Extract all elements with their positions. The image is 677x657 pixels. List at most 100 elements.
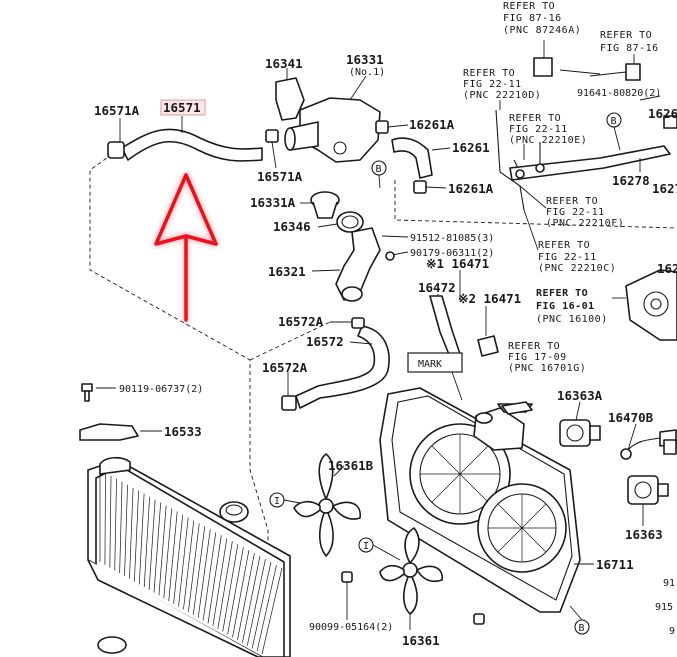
label-16363A[interactable]: 16363A <box>557 388 603 403</box>
svg-text:(PNC 22210F): (PNC 22210F) <box>546 218 624 229</box>
label-915-partial[interactable]: 915 <box>655 602 673 613</box>
bracket-16533[interactable] <box>79 423 139 441</box>
label-16321[interactable]: 16321 <box>268 264 306 279</box>
radiator-fin <box>163 508 173 599</box>
ref-fig22-22210d[interactable]: REFER TO FIG 22-11 (PNC 22210D) <box>463 68 541 101</box>
label-9-partial[interactable]: 9 <box>669 626 675 637</box>
label-16278[interactable]: 16278 <box>612 173 650 188</box>
ref-fig87-246a[interactable]: REFER TO FIG 87-16 (PNC 87246A) <box>503 1 581 36</box>
label-90179[interactable]: 90179-06311(2) <box>410 248 494 259</box>
ref-fig22-22210c[interactable]: REFER TO FIG 22-11 (PNC 22210C) <box>538 240 616 274</box>
label-90119[interactable]: 90119-06737(2) <box>119 384 203 395</box>
label-16470B[interactable]: 16470B <box>608 410 654 425</box>
radiator-fin <box>173 514 184 604</box>
ref-fig22-22210f[interactable]: REFER TO FIG 22-11 (PNC 22210F) <box>546 196 624 229</box>
label-16361[interactable]: 16361 <box>402 633 440 648</box>
label-16361B[interactable]: 16361B <box>328 458 374 473</box>
label-91641[interactable]: 91641-80820(2) <box>577 88 661 99</box>
nut-90099[interactable] <box>341 571 353 583</box>
svg-text:(PNC 22210E): (PNC 22210E) <box>509 135 587 146</box>
label-16346[interactable]: 16346 <box>273 219 311 234</box>
label-16331A[interactable]: 16331A <box>250 195 296 210</box>
highlight-arrow-up <box>154 173 218 322</box>
label-16261A-top[interactable]: 16261A <box>409 117 455 132</box>
label-1626-partial[interactable]: 1626 <box>648 106 677 121</box>
ref-fig16-16100[interactable]: REFER TO FIG 16-01 (PNC 16100) <box>536 288 608 325</box>
radiator-fin <box>158 505 167 596</box>
label-16572A-b[interactable]: 16572A <box>262 360 308 375</box>
radiator-fin <box>192 526 206 616</box>
clamp-16572A-top <box>351 317 365 329</box>
radiator-fin <box>143 496 150 588</box>
label-16471-2[interactable]: ※2 16471 <box>458 291 521 306</box>
lower-radiator-hose[interactable] <box>295 325 390 409</box>
radiator-fin <box>138 493 145 585</box>
radiator-fin <box>197 529 211 618</box>
svg-text:REFER TO: REFER TO <box>600 30 652 41</box>
svg-text:I: I <box>363 541 369 552</box>
radiator-fin <box>212 538 228 627</box>
radiator-fin <box>114 478 117 571</box>
bolt-bottom <box>473 613 485 625</box>
svg-text:REFER TO: REFER TO <box>538 240 590 251</box>
label-16261[interactable]: 16261 <box>452 140 490 155</box>
label-16571A[interactable]: 16571A <box>94 103 140 118</box>
radiator-fin <box>183 520 195 610</box>
svg-text:FIG 17-09: FIG 17-09 <box>508 352 567 363</box>
svg-text:REFER TO: REFER TO <box>536 288 588 299</box>
label-16261A-mid[interactable]: 16261A <box>448 181 494 196</box>
hose-clamp-left <box>107 141 125 159</box>
assembly-outline-mid <box>249 321 331 361</box>
label-16331[interactable]: 16331 <box>346 52 384 67</box>
label-162-partial[interactable]: 162 <box>657 261 677 276</box>
label-91512[interactable]: 91512-81085(3) <box>410 233 494 244</box>
bolt-90119[interactable] <box>81 383 93 402</box>
ref-fig22-22210e[interactable]: REFER TO FIG 22-11 (PNC 22210E) <box>509 113 587 146</box>
label-91-partial[interactable]: 91 <box>663 578 675 589</box>
water-outlet-housing[interactable] <box>275 77 381 163</box>
hose-clip-16471[interactable] <box>477 335 499 357</box>
hose-87246a[interactable] <box>533 57 553 77</box>
radiator[interactable] <box>87 456 291 657</box>
svg-text:(PNC 87246A): (PNC 87246A) <box>503 25 581 36</box>
radiator-fin <box>129 487 134 579</box>
label-16572[interactable]: 16572 <box>306 334 344 349</box>
pipe-16278[interactable] <box>509 145 671 181</box>
label-16472[interactable]: 16472 <box>418 280 456 295</box>
gasket-16346[interactable] <box>336 211 364 233</box>
label-16571[interactable]: 16571 <box>163 100 201 115</box>
radiator-fin <box>202 532 217 621</box>
label-16341[interactable]: 16341 <box>265 56 303 71</box>
ref-fig87-16[interactable]: REFER TO FIG 87-16 <box>600 30 659 54</box>
label-16711[interactable]: 16711 <box>596 557 634 572</box>
svg-text:(PNC 16701G): (PNC 16701G) <box>508 363 586 374</box>
label-16533[interactable]: 16533 <box>164 424 202 439</box>
svg-text:FIG 16-01: FIG 16-01 <box>536 301 595 312</box>
thermostat[interactable] <box>310 191 340 219</box>
radiator-fin <box>168 511 178 602</box>
label-16571A-b[interactable]: 16571A <box>257 169 303 184</box>
ref-fig17-16701g[interactable]: REFER TO FIG 17-09 (PNC 16701G) <box>508 341 586 374</box>
label-90099[interactable]: 90099-05164(2) <box>309 622 393 633</box>
label-16331-note: (No.1) <box>349 67 385 78</box>
label-16363[interactable]: 16363 <box>625 527 663 542</box>
bypass-hose-16261[interactable] <box>391 137 433 179</box>
water-inlet-16321[interactable] <box>335 227 381 302</box>
fan-blade-16361[interactable] <box>379 527 443 615</box>
upper-radiator-hose[interactable] <box>107 128 263 162</box>
fan-motor-16363[interactable] <box>627 475 669 505</box>
svg-text:(PNC 22210C): (PNC 22210C) <box>538 263 616 274</box>
svg-text:REFER TO: REFER TO <box>546 196 598 207</box>
fan-blade-16361B[interactable] <box>293 453 361 557</box>
water-pump-16100[interactable] <box>625 269 677 341</box>
fan-motor-16363A[interactable] <box>559 419 601 447</box>
radiator-fin <box>227 547 244 635</box>
label-16471-1[interactable]: ※1 16471 <box>426 256 489 271</box>
label-1627-partial[interactable]: 1627 <box>652 181 677 196</box>
radiator-fin <box>251 561 272 649</box>
clamp-fig87[interactable] <box>625 63 641 81</box>
svg-text:REFER TO: REFER TO <box>463 68 515 79</box>
svg-text:B: B <box>376 164 382 175</box>
label-16572A-top[interactable]: 16572A <box>278 314 324 329</box>
